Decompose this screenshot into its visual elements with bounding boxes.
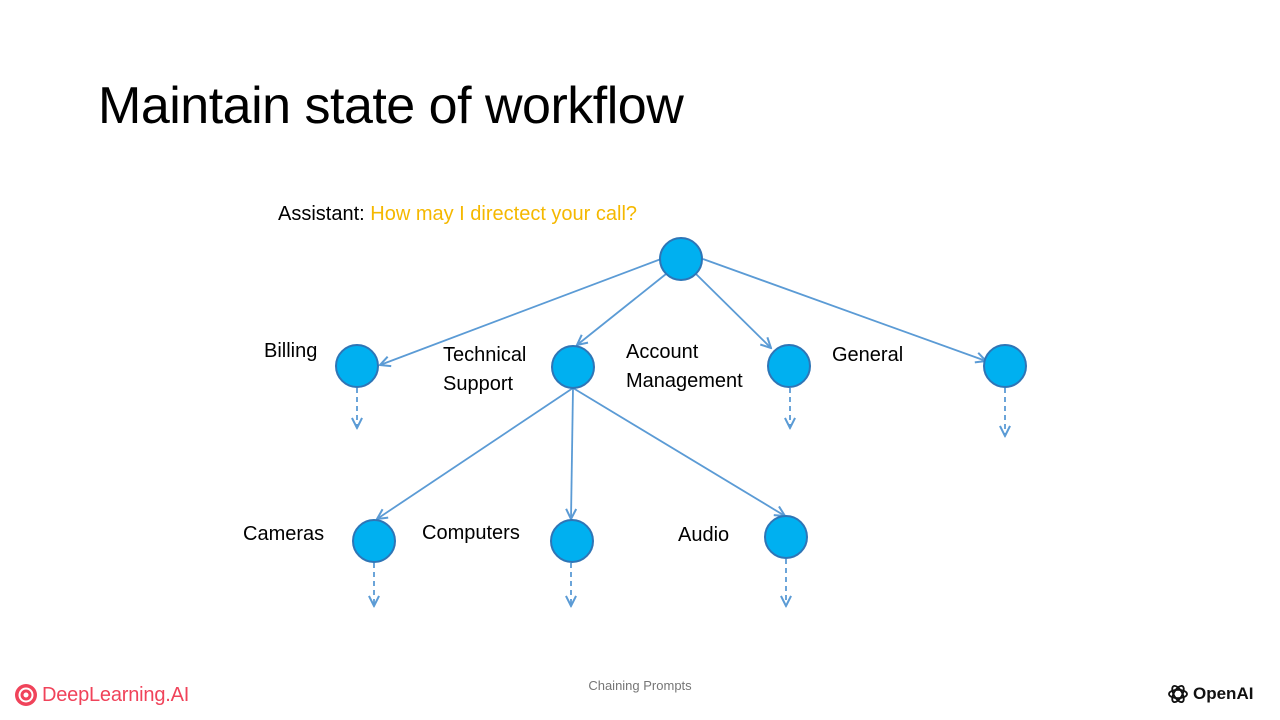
label-account-management-line1: Account bbox=[626, 341, 699, 363]
label-audio: Audio bbox=[678, 524, 730, 546]
node-computers bbox=[550, 519, 594, 563]
node-cameras bbox=[352, 519, 396, 563]
footer-caption: Chaining Prompts bbox=[588, 678, 692, 693]
node-account-management bbox=[767, 344, 811, 388]
edge-technical-support-cameras bbox=[377, 387, 574, 519]
label-technical-support: Technical Support bbox=[443, 341, 526, 399]
edge-root-general bbox=[702, 258, 986, 361]
prompt-speaker: Assistant: bbox=[278, 203, 365, 225]
label-cameras: Cameras bbox=[243, 523, 325, 545]
openai-icon bbox=[1168, 685, 1188, 703]
label-technical-support-line1: Technical bbox=[443, 344, 527, 366]
edge-technical-support-audio bbox=[572, 387, 785, 516]
prompt-question: How may I directect your call? bbox=[370, 203, 638, 225]
node-billing bbox=[335, 344, 379, 388]
openai-logo: OpenAI bbox=[1166, 682, 1253, 706]
deeplearning-ai-logo-text: DeepLearning.AI bbox=[42, 683, 190, 706]
node-general bbox=[983, 344, 1027, 388]
node-technical-support bbox=[551, 345, 595, 389]
label-computers: Computers bbox=[422, 522, 520, 544]
edge-root-technical-support bbox=[577, 273, 667, 345]
label-general: General bbox=[832, 344, 904, 366]
edge-technical-support-computers bbox=[571, 387, 573, 519]
label-account-management-line2: Management bbox=[626, 370, 743, 392]
label-billing: Billing bbox=[264, 340, 318, 362]
slide-title: Maintain state of workflow bbox=[98, 77, 684, 135]
node-audio bbox=[764, 515, 808, 559]
assistant-prompt: Assistant: How may I directect your call… bbox=[278, 201, 637, 227]
openai-logo-text: OpenAI bbox=[1193, 684, 1254, 703]
edge-root-billing bbox=[380, 258, 662, 365]
deeplearning-ai-icon bbox=[15, 684, 37, 706]
edge-root-account-management bbox=[695, 273, 771, 348]
node-root bbox=[659, 237, 703, 281]
label-technical-support-line2: Support bbox=[443, 373, 514, 395]
label-account-management: Account Management bbox=[626, 338, 743, 396]
deeplearning-ai-logo: DeepLearning.AI bbox=[14, 683, 189, 707]
